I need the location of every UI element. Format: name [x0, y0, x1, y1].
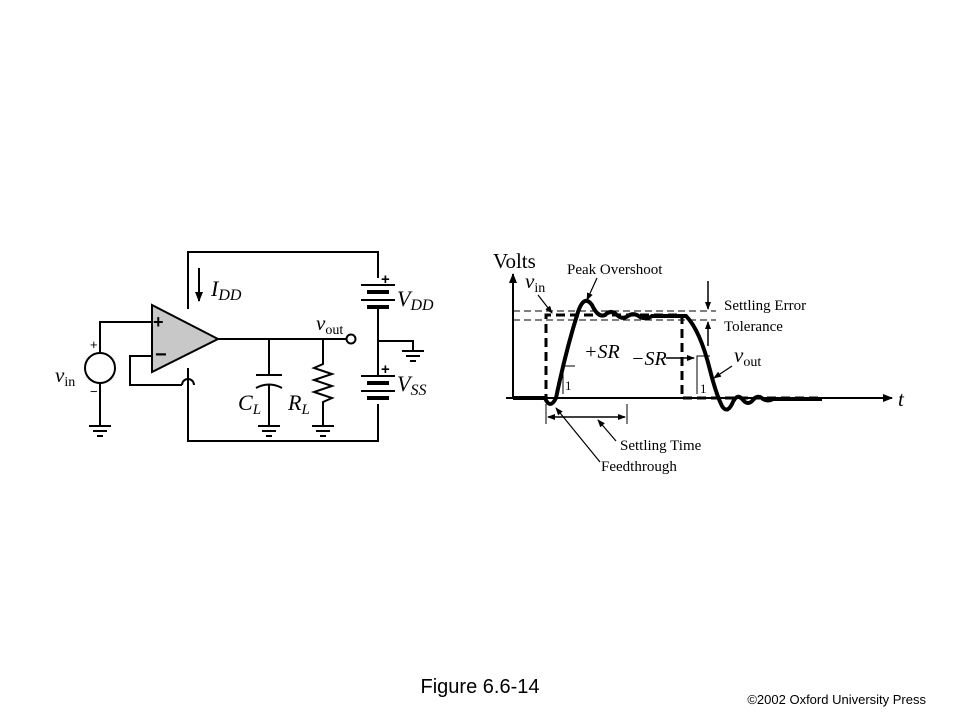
output-waveform-vout — [513, 298, 822, 412]
slope-one-left: 1 — [565, 378, 572, 393]
waveform-labels: Volts t vin Peak Overshoot Settling Erro… — [493, 249, 905, 475]
slope-one-right: 1 — [700, 381, 707, 396]
op-amp-symbol — [151, 303, 221, 374]
supply-wire-bottom — [187, 368, 379, 442]
feedback-wire — [129, 355, 182, 386]
peak-overshoot-label: Peak Overshoot — [567, 262, 663, 278]
rl-resistor — [310, 339, 336, 425]
opamp-minus-sign: − — [155, 344, 167, 366]
y-axis-label: Volts — [493, 249, 536, 273]
vout-label: vout — [734, 343, 761, 370]
vout-label: vout — [316, 311, 343, 338]
circuit-labels: + − + − vin IDD vout + VDD + VSS CL RL — [55, 271, 434, 418]
vin-label: vin — [525, 269, 545, 296]
idd-label: IDD — [210, 276, 242, 304]
figure-caption: Figure 6.6-14 — [420, 676, 540, 698]
settling-error-label: Settling Error — [724, 298, 806, 314]
vdd-plus-sign: + — [381, 271, 390, 288]
vout-leader — [713, 365, 733, 379]
source-plus-sign: + — [90, 337, 98, 352]
vdd-label: VDD — [397, 286, 434, 314]
feedthrough-label: Feedthrough — [601, 459, 677, 475]
cl-label: CL — [238, 390, 261, 418]
feedthrough-leader — [555, 407, 601, 463]
plus-sr-label: +SR — [584, 341, 620, 363]
settling-time-leader — [597, 419, 617, 442]
minus-sr-label: −SR — [631, 348, 667, 370]
peak-overshoot-leader — [586, 277, 598, 301]
supply-wire-top — [187, 251, 379, 309]
input-source — [84, 352, 116, 384]
source-minus-sign: − — [90, 384, 98, 399]
feedback-crossover — [181, 378, 195, 386]
vss-label: VSS — [397, 371, 426, 399]
tolerance-label: Tolerance — [724, 319, 783, 335]
opamp-plus-sign: + — [153, 312, 164, 332]
x-axis-label: t — [898, 387, 905, 411]
output-terminal — [345, 333, 357, 345]
circuit-schematic — [84, 251, 424, 442]
vss-plus-sign: + — [381, 361, 390, 378]
source-label: vin — [55, 363, 75, 390]
waveform-plot — [506, 273, 893, 463]
vin-leader — [537, 294, 553, 314]
noninverting-input-wire — [99, 321, 152, 352]
settling-time-label: Settling Time — [620, 438, 702, 454]
rl-label: RL — [287, 390, 310, 418]
mid-ground-wire — [378, 340, 414, 350]
copyright-notice: ©2002 Oxford University Press — [747, 692, 926, 707]
